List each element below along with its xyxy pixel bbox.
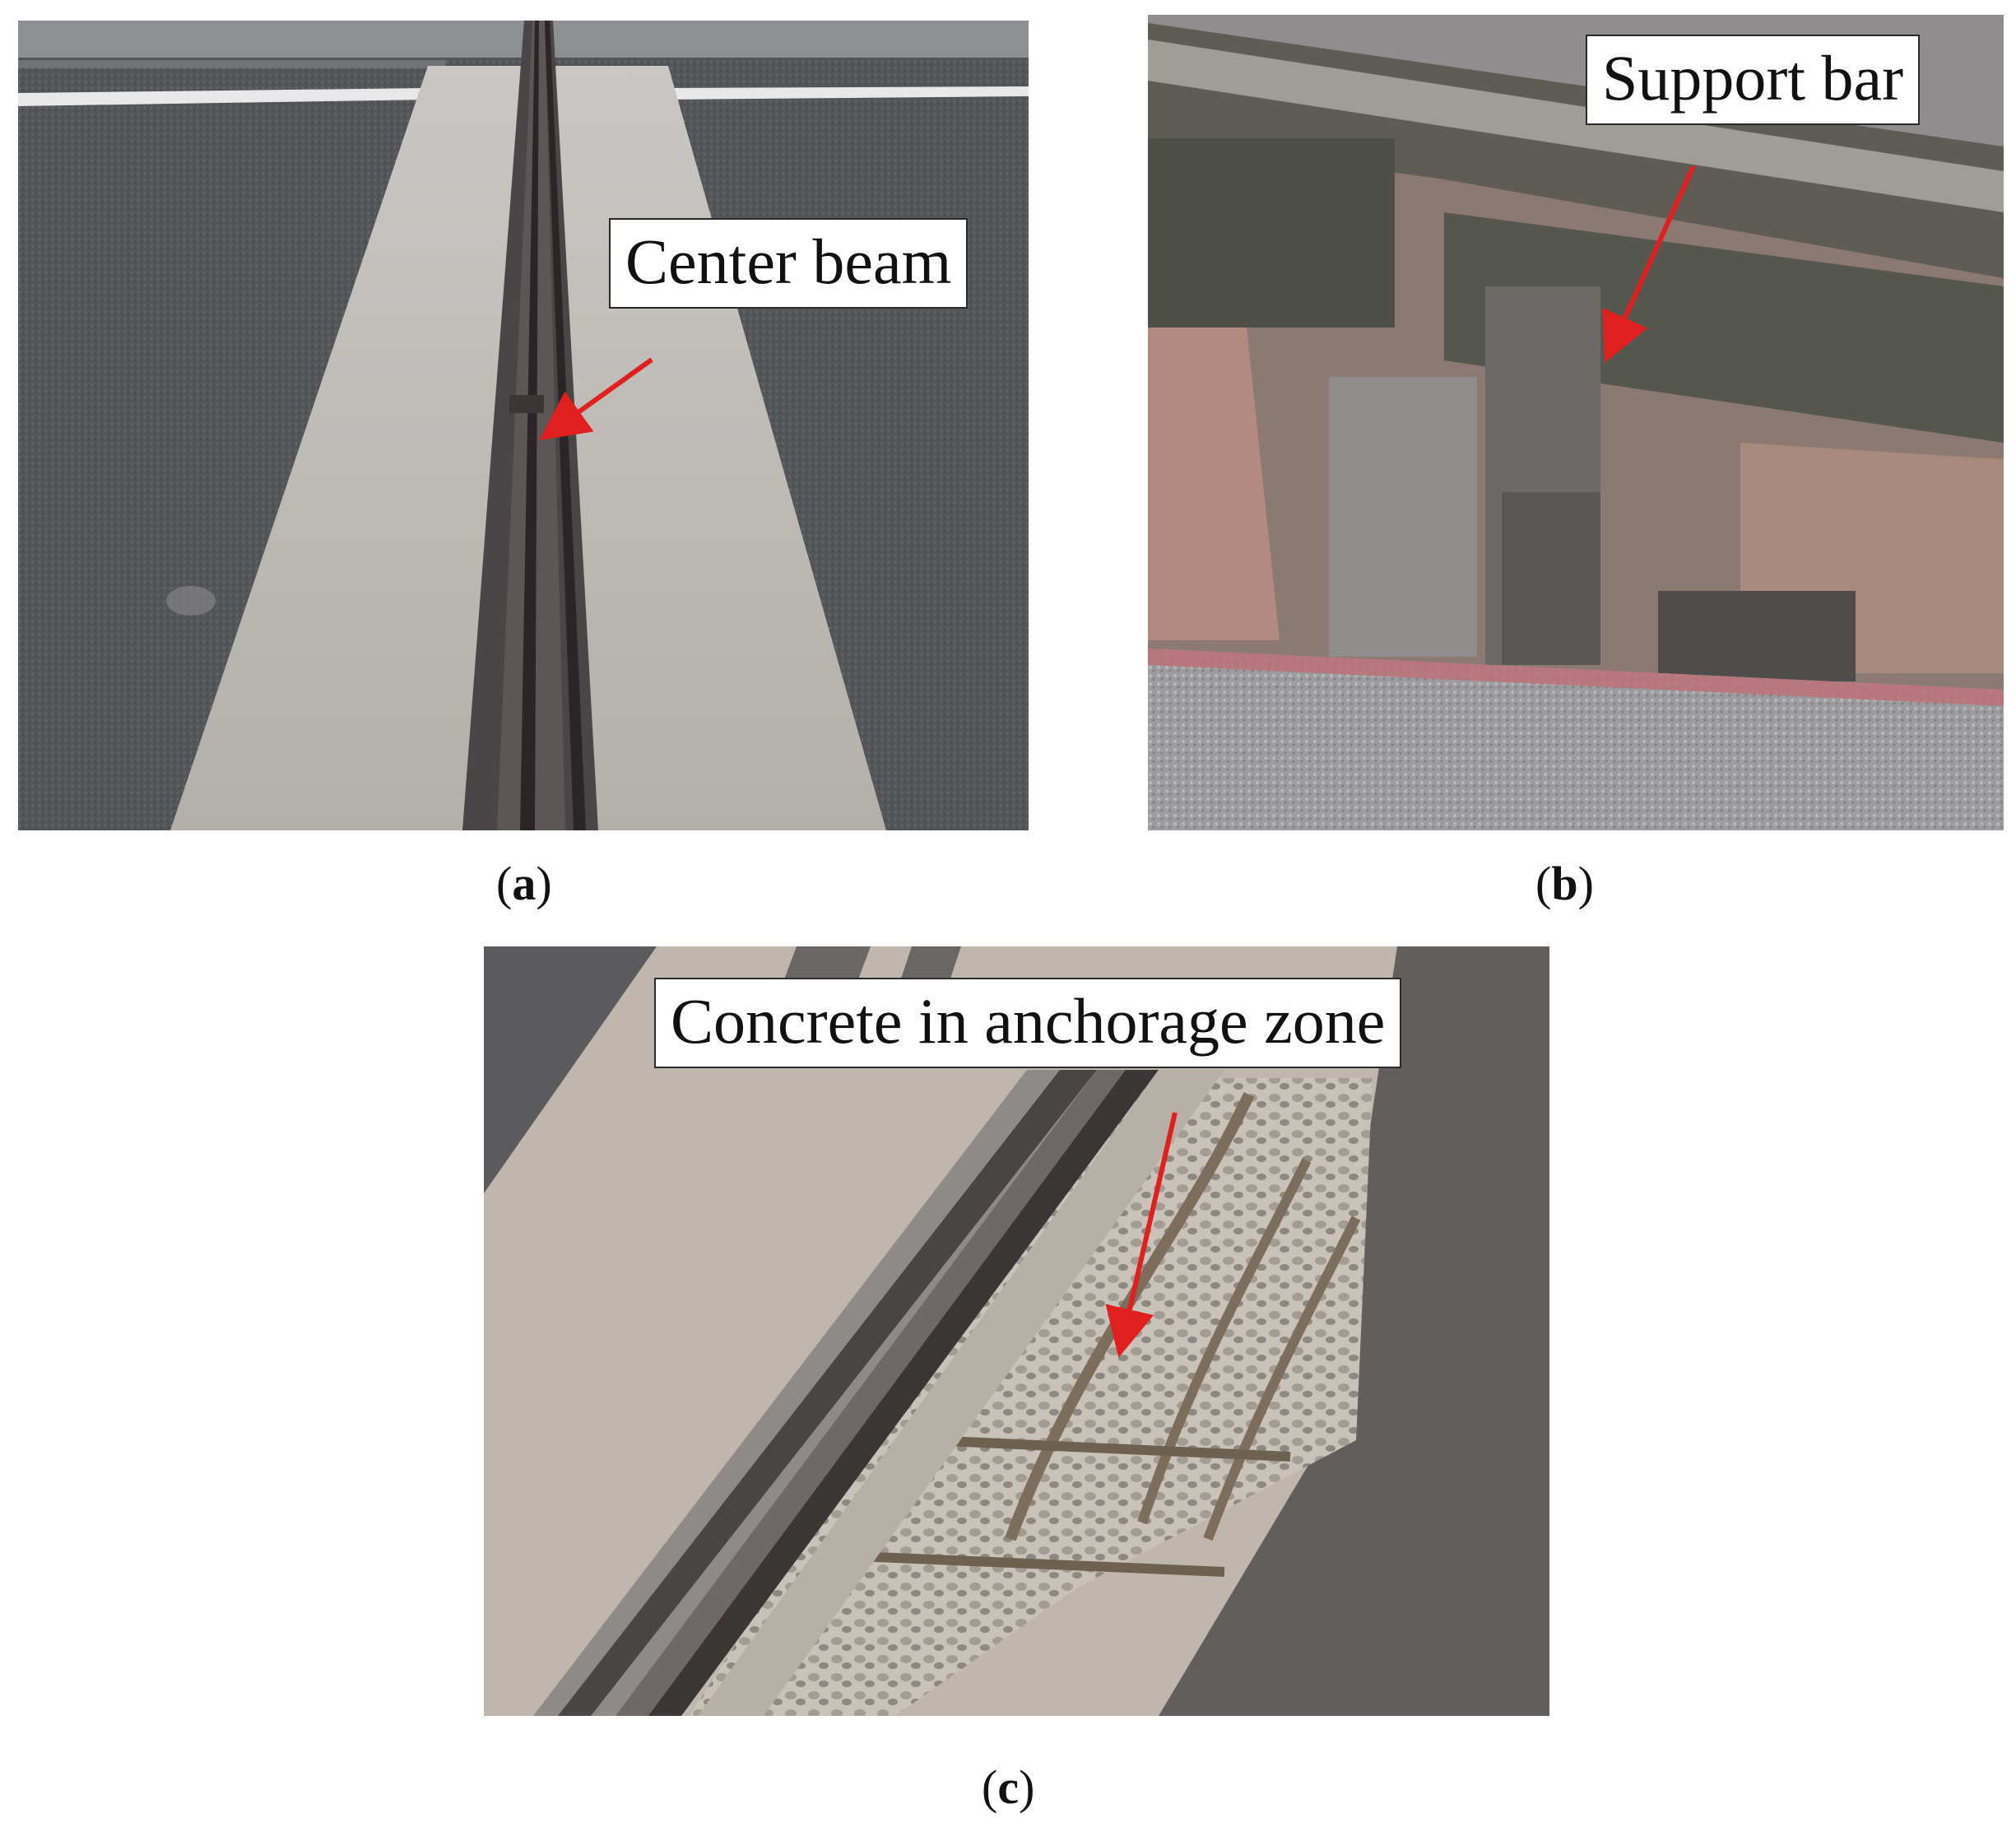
caption-c-letter: c — [997, 1760, 1020, 1814]
concrete-anchorage-label: Concrete in anchorage zone — [654, 978, 1402, 1068]
caption-a-letter: a — [512, 857, 537, 910]
photo-c-drawing — [484, 946, 1549, 1716]
caption-a: (a) — [496, 857, 552, 910]
support-bar-label: Support bar — [1586, 35, 1921, 125]
photo-a-drawing — [18, 21, 1029, 830]
photo-center-beam — [18, 21, 1029, 830]
center-beam-label: Center beam — [609, 218, 969, 309]
photo-support-bar — [1148, 15, 2004, 830]
photo-anchorage-concrete — [484, 946, 1549, 1716]
caption-b: (b) — [1535, 857, 1594, 910]
caption-b-letter: b — [1551, 857, 1578, 910]
caption-c: (c) — [982, 1760, 1035, 1814]
photo-b-drawing — [1148, 15, 2004, 830]
